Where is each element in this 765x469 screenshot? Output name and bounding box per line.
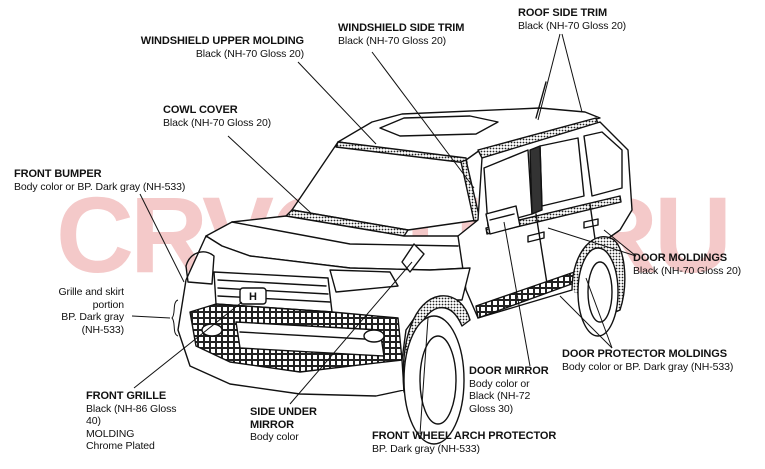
label-title: ROOF SIDE TRIM xyxy=(518,7,608,19)
leader-cowl xyxy=(227,135,313,215)
leader-grille-skirt xyxy=(131,315,171,319)
label-line: BP. Dark gray xyxy=(61,311,124,323)
front-tire xyxy=(403,315,465,445)
label-cowl-cover: COWL COVER Black (NH-70 Gloss 20) xyxy=(163,104,303,129)
leader-door-mirror xyxy=(503,221,531,367)
label-line: MOLDING xyxy=(86,427,135,440)
label-line: 40) xyxy=(86,415,101,427)
label-front-bumper: FRONT BUMPER Body color or BP. Dark gray… xyxy=(14,168,204,193)
door-mirror xyxy=(485,205,521,235)
label-title: WINDSHIELD UPPER MOLDING xyxy=(140,35,304,47)
label-desc: Black (NH-70 Gloss 20) xyxy=(338,34,447,47)
label-front-wheel-arch-protector: FRONT WHEEL ARCH PROTECTOR BP. Dark gray… xyxy=(372,430,572,455)
leader-front-grille xyxy=(133,301,243,389)
leader-roof-side-b xyxy=(561,33,583,113)
label-title: WINDSHIELD SIDE TRIM xyxy=(338,22,465,34)
leader-door-protector-b xyxy=(585,277,613,349)
label-title: FRONT BUMPER xyxy=(14,168,102,180)
leader-door-moldings-a xyxy=(547,227,637,257)
label-line: portion xyxy=(92,298,125,311)
lower-intake xyxy=(235,321,385,357)
leader-side-under-mirror xyxy=(289,261,413,405)
label-title: FRONT WHEEL ARCH PROTECTOR xyxy=(372,430,557,442)
label-title: DOOR MIRROR xyxy=(469,365,549,377)
label-line: Grille and skirt xyxy=(58,286,124,298)
leader-lines xyxy=(131,33,637,435)
side-under-mirror xyxy=(401,243,425,273)
label-title: MIRROR xyxy=(250,418,295,431)
sunroof xyxy=(379,115,499,137)
vehicle-outline: H xyxy=(177,81,633,445)
label-desc: Black (NH-70 Gloss 20) xyxy=(163,116,272,129)
label-desc: Black (NH-70 Gloss 20) xyxy=(195,47,304,60)
front-emblem xyxy=(239,287,267,305)
label-title: DOOR MOLDINGS xyxy=(633,252,728,264)
left-headlight xyxy=(185,251,215,285)
leader-front-bumper xyxy=(139,193,185,283)
label-desc: Black (NH-70 Gloss 20) xyxy=(633,264,742,277)
label-desc: Body color or BP. Dark gray (NH-533) xyxy=(562,360,734,373)
leader-door-moldings-b xyxy=(603,229,637,257)
label-line: Gloss 30) xyxy=(469,402,514,415)
leader-windshield-side xyxy=(371,51,475,189)
label-desc: BP. Dark gray (NH-533) xyxy=(372,442,480,455)
antenna xyxy=(535,81,547,119)
label-door-moldings: DOOR MOLDINGS Black (NH-70 Gloss 20) xyxy=(633,252,761,277)
label-roof-side-trim: ROOF SIDE TRIM Black (NH-70 Gloss 20) xyxy=(518,7,658,32)
right-headlight xyxy=(329,269,399,293)
label-desc: Body color or BP. Dark gray (NH-533) xyxy=(14,180,186,193)
label-door-protector-moldings: DOOR PROTECTOR MOLDINGS Body color or BP… xyxy=(562,348,762,373)
label-windshield-upper-molding: WINDSHIELD UPPER MOLDING Black (NH-70 Gl… xyxy=(118,35,304,60)
leader-wheel-arch xyxy=(419,317,429,435)
leader-door-protector-a xyxy=(559,295,613,349)
leader-windshield-upper xyxy=(297,61,377,145)
b-pillar xyxy=(529,145,543,215)
label-title: DOOR PROTECTOR MOLDINGS xyxy=(562,348,727,360)
label-front-grille: FRONT GRILLE Black (NH-86 Gloss 40) MOLD… xyxy=(86,390,196,453)
leader-roof-side-a xyxy=(537,33,561,121)
label-grille-skirt: Grille and skirt portion BP. Dark gray (… xyxy=(30,286,124,336)
label-line: Chrome Plated xyxy=(86,440,155,452)
bracket-grille-skirt xyxy=(171,299,179,337)
svg-text:H: H xyxy=(249,291,257,303)
label-side-under-mirror: SIDE UNDER MIRROR Body color xyxy=(250,406,340,444)
label-line: Black (NH-72 xyxy=(469,390,531,402)
label-title: SIDE UNDER xyxy=(250,406,317,418)
label-title: FRONT GRILLE xyxy=(86,390,167,402)
label-line: Body color or xyxy=(469,377,530,390)
label-line: Black (NH-86 Gloss xyxy=(86,402,177,415)
label-desc: Body color xyxy=(250,431,299,443)
label-desc: Black (NH-70 Gloss 20) xyxy=(518,19,627,32)
label-title: COWL COVER xyxy=(163,104,238,116)
label-door-mirror: DOOR MIRROR Body color or Black (NH-72 G… xyxy=(469,365,565,415)
windshield-side-trim-stripe xyxy=(460,159,481,222)
rear-quarter-window xyxy=(583,131,623,197)
label-windshield-side-trim: WINDSHIELD SIDE TRIM Black (NH-70 Gloss … xyxy=(338,22,488,47)
label-line: (NH-533) xyxy=(81,323,124,336)
